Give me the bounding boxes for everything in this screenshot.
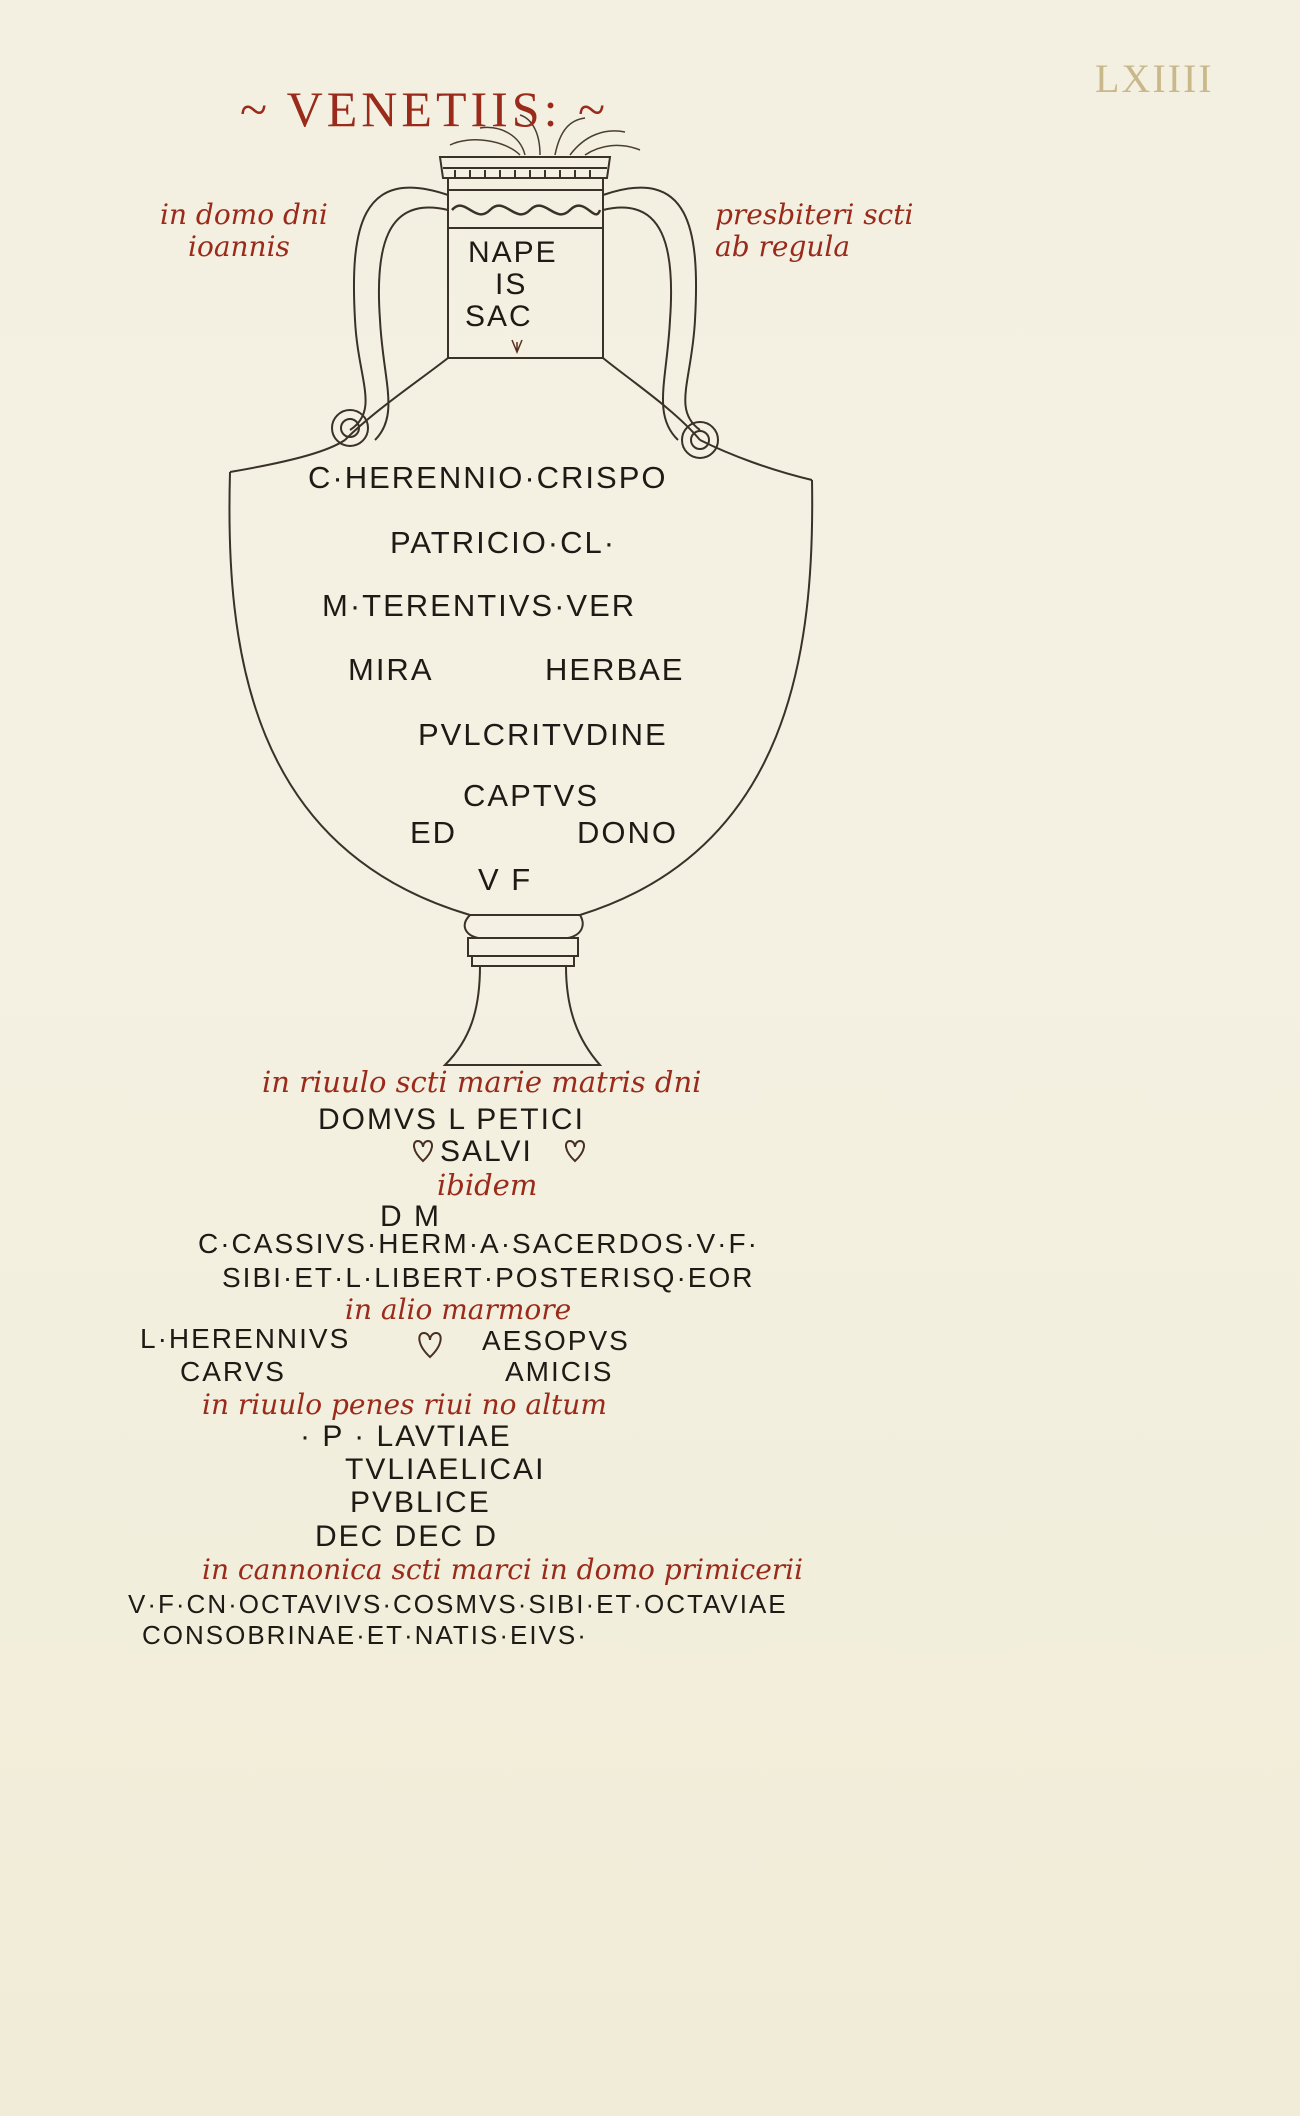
cassius-line2: SIBI·ET·L·LIBERT·POSTERISQ·EOR: [222, 1262, 755, 1293]
hedera-leaf-icon: [413, 1139, 433, 1163]
dm-line: D M: [380, 1200, 441, 1233]
vase-body: [228, 471, 814, 916]
right-handle: [602, 186, 701, 431]
body-line8: V F: [478, 862, 533, 897]
body-line4b: HERBAE: [545, 652, 685, 687]
vase-foot: [442, 965, 603, 1066]
note-left-line2: ioannis: [188, 230, 290, 263]
cassius-line1: C·CASSIVS·HERM·A·SACERDOS·V·F·: [198, 1228, 759, 1259]
note-right-line1: presbiteri scti: [715, 198, 914, 231]
body-line6: CAPTVS: [463, 778, 600, 813]
carus-right: AMICIS: [505, 1356, 614, 1387]
neck-line1: NAPE: [468, 236, 558, 269]
page-heading: ~ VENETIIS: ~: [240, 81, 610, 137]
caption-riuulo-penes: in riuulo penes riui no altum: [202, 1388, 607, 1421]
sprouts-decoration: [449, 114, 641, 156]
body-line2: PATRICIO·CL·: [390, 525, 617, 560]
tuliae-line: TVLIAELICAI: [345, 1453, 546, 1486]
vase-ornament-band: [447, 189, 604, 229]
caption-alio-marmore: in alio marmore: [345, 1293, 572, 1326]
publice-line: PVBLICE: [350, 1486, 491, 1519]
body-line7b: DONO: [577, 815, 678, 850]
body-line1: C·HERENNIO·CRISPO: [308, 460, 668, 495]
hedera-leaf-icon: [418, 1331, 442, 1359]
caption-ibidem: ibidem: [437, 1168, 538, 1202]
octavius-line1: V·F·CN·OCTAVIVS·COSMVS·SIBI·ET·OCTAVIAE: [128, 1589, 788, 1619]
left-volute: [331, 409, 369, 447]
hedera-leaf-icon: [565, 1139, 585, 1163]
caption-cannonica: in cannonica scti marci in domo primicer…: [202, 1553, 804, 1586]
carus-left: CARVS: [180, 1356, 286, 1387]
body-line3: M·TERENTIVS·VER: [322, 588, 637, 623]
salvi-line: SALVI: [440, 1135, 533, 1168]
vase-foot-collar: [467, 937, 579, 957]
neck-line3: SAC: [465, 300, 533, 333]
domus-line: DOMVS L PETICI: [318, 1103, 585, 1136]
lautiae-line: · P · LAVTIAE: [300, 1420, 512, 1453]
herennius-left: L·HERENNIVS: [140, 1323, 351, 1354]
neck-line2: IS: [495, 268, 528, 301]
herennius-right: AESOPVS: [482, 1325, 630, 1356]
folio-number: LXIIII: [1095, 56, 1214, 101]
dec-line: DEC DEC D: [315, 1520, 499, 1553]
octavius-line2: CONSOBRINAE·ET·NATIS·EIVS·: [142, 1620, 588, 1650]
left-handle: [349, 186, 449, 431]
note-right-line2: ab regula: [715, 230, 851, 263]
vase-rim: [438, 156, 612, 179]
body-line5: PVLCRITVDINE: [418, 717, 668, 752]
body-line4a: MIRA: [348, 652, 434, 687]
body-line7a: ED: [410, 815, 458, 850]
right-volute: [681, 421, 719, 459]
vase-neck: [447, 178, 604, 359]
note-left-line1: in domo dni: [160, 198, 328, 231]
caption-riuulo-marie: in riuulo scti marie matris dni: [262, 1065, 702, 1099]
